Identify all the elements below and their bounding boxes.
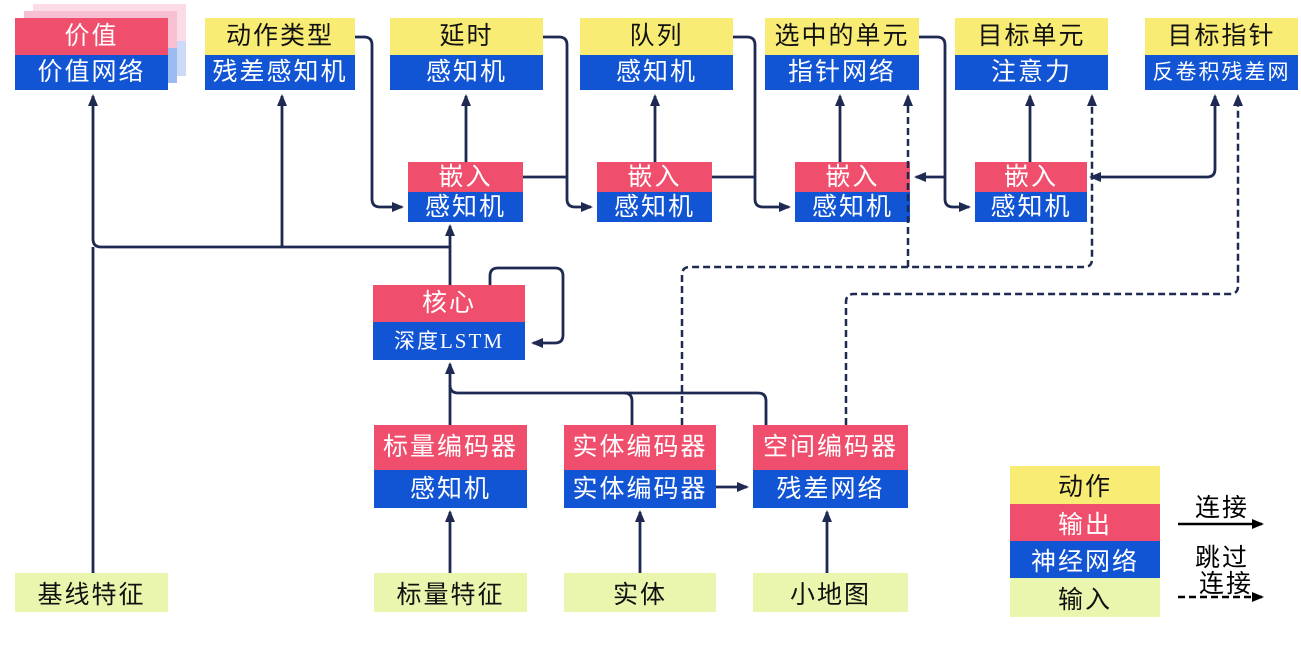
node-selected-units-top-label: 选中的单元 [765,18,919,55]
node-spatial-encoder: 空间编码器残差网络 [753,425,908,508]
node-core-top-label: 核心 [373,285,525,322]
edge-entityenc-to-bus [623,391,634,425]
node-entity-encoder-bottom-label: 实体编码器 [564,470,716,508]
node-delay-top-label: 延时 [390,18,543,55]
input-minimap: 小地图 [753,573,908,612]
node-delay: 延时感知机 [390,18,543,90]
node-queue-top-label: 队列 [580,18,733,55]
legend-skip-label-line2: 连接 [1198,571,1254,598]
node-action-type: 动作类型残差感知机 [205,18,355,90]
node-target-pointer: 目标指针反卷积残差网 [1145,18,1298,90]
legend-item-神经网络: 神经网络 [1010,541,1160,578]
node-scalar-encoder: 标量编码器感知机 [374,425,527,508]
node-queue-bottom-label: 感知机 [580,55,733,90]
node-delay-bottom-label: 感知机 [390,55,543,90]
node-embed-2: 嵌入感知机 [597,162,712,222]
node-scalar-encoder-top-label: 标量编码器 [374,425,527,470]
input-baseline-features: 基线特征 [15,573,168,612]
edge-embed4-to-targetpointer [1089,94,1220,182]
node-value: 价值价值网络 [15,18,168,90]
node-value-bottom-label: 价值网络 [15,55,168,90]
edge-spatialenc-to-bus [448,384,768,425]
node-embed-3-bottom-label: 感知机 [795,192,910,222]
node-target-unit-bottom-label: 注意力 [955,55,1108,90]
skip-spatialenc-to-targetpointer [844,94,1243,425]
node-embed-1: 嵌入感知机 [408,162,523,222]
node-scalar-encoder-bottom-label: 感知机 [374,470,527,508]
node-target-unit: 目标单元注意力 [955,18,1108,90]
node-target-pointer-top-label: 目标指针 [1145,18,1298,55]
node-embed-1-bottom-label: 感知机 [408,192,523,222]
node-embed-4-bottom-label: 感知机 [975,192,1087,222]
node-embed-4-top-label: 嵌入 [975,162,1087,192]
node-spatial-encoder-top-label: 空间编码器 [753,425,908,470]
node-value-top-label: 价值 [15,18,168,55]
node-embed-1-top-label: 嵌入 [408,162,523,192]
legend-item-输入: 输入 [1010,578,1160,617]
edge-core-bus-to-value [88,94,450,249]
node-target-pointer-bottom-label: 反卷积残差网 [1145,55,1298,90]
node-selected-units: 选中的单元指针网络 [765,18,919,90]
skip-entityenc-to-targetunit [680,94,1097,425]
node-embed-4: 嵌入感知机 [975,162,1087,222]
legend-item-输出: 输出 [1010,504,1160,541]
legend-connect-label: 连接 [1194,495,1250,522]
node-action-type-bottom-label: 残差感知机 [205,55,355,90]
node-spatial-encoder-bottom-label: 残差网络 [753,470,908,508]
node-queue: 队列感知机 [580,18,733,90]
input-entities: 实体 [564,573,716,612]
node-entity-encoder: 实体编码器实体编码器 [564,425,716,508]
node-target-unit-top-label: 目标单元 [955,18,1108,55]
node-embed-3-top-label: 嵌入 [795,162,910,192]
legend-item-动作: 动作 [1010,466,1160,504]
node-selected-units-bottom-label: 指针网络 [765,55,919,90]
node-core: 核心深度LSTM [373,285,525,360]
node-embed-2-bottom-label: 感知机 [597,192,712,222]
node-entity-encoder-top-label: 实体编码器 [564,425,716,470]
node-embed-3: 嵌入感知机 [795,162,910,222]
input-scalar-features: 标量特征 [374,573,527,612]
node-embed-2-top-label: 嵌入 [597,162,712,192]
node-action-type-top-label: 动作类型 [205,18,355,55]
legend-skip-label-line1: 跳过 [1194,545,1250,572]
node-core-bottom-label: 深度LSTM [373,322,525,360]
